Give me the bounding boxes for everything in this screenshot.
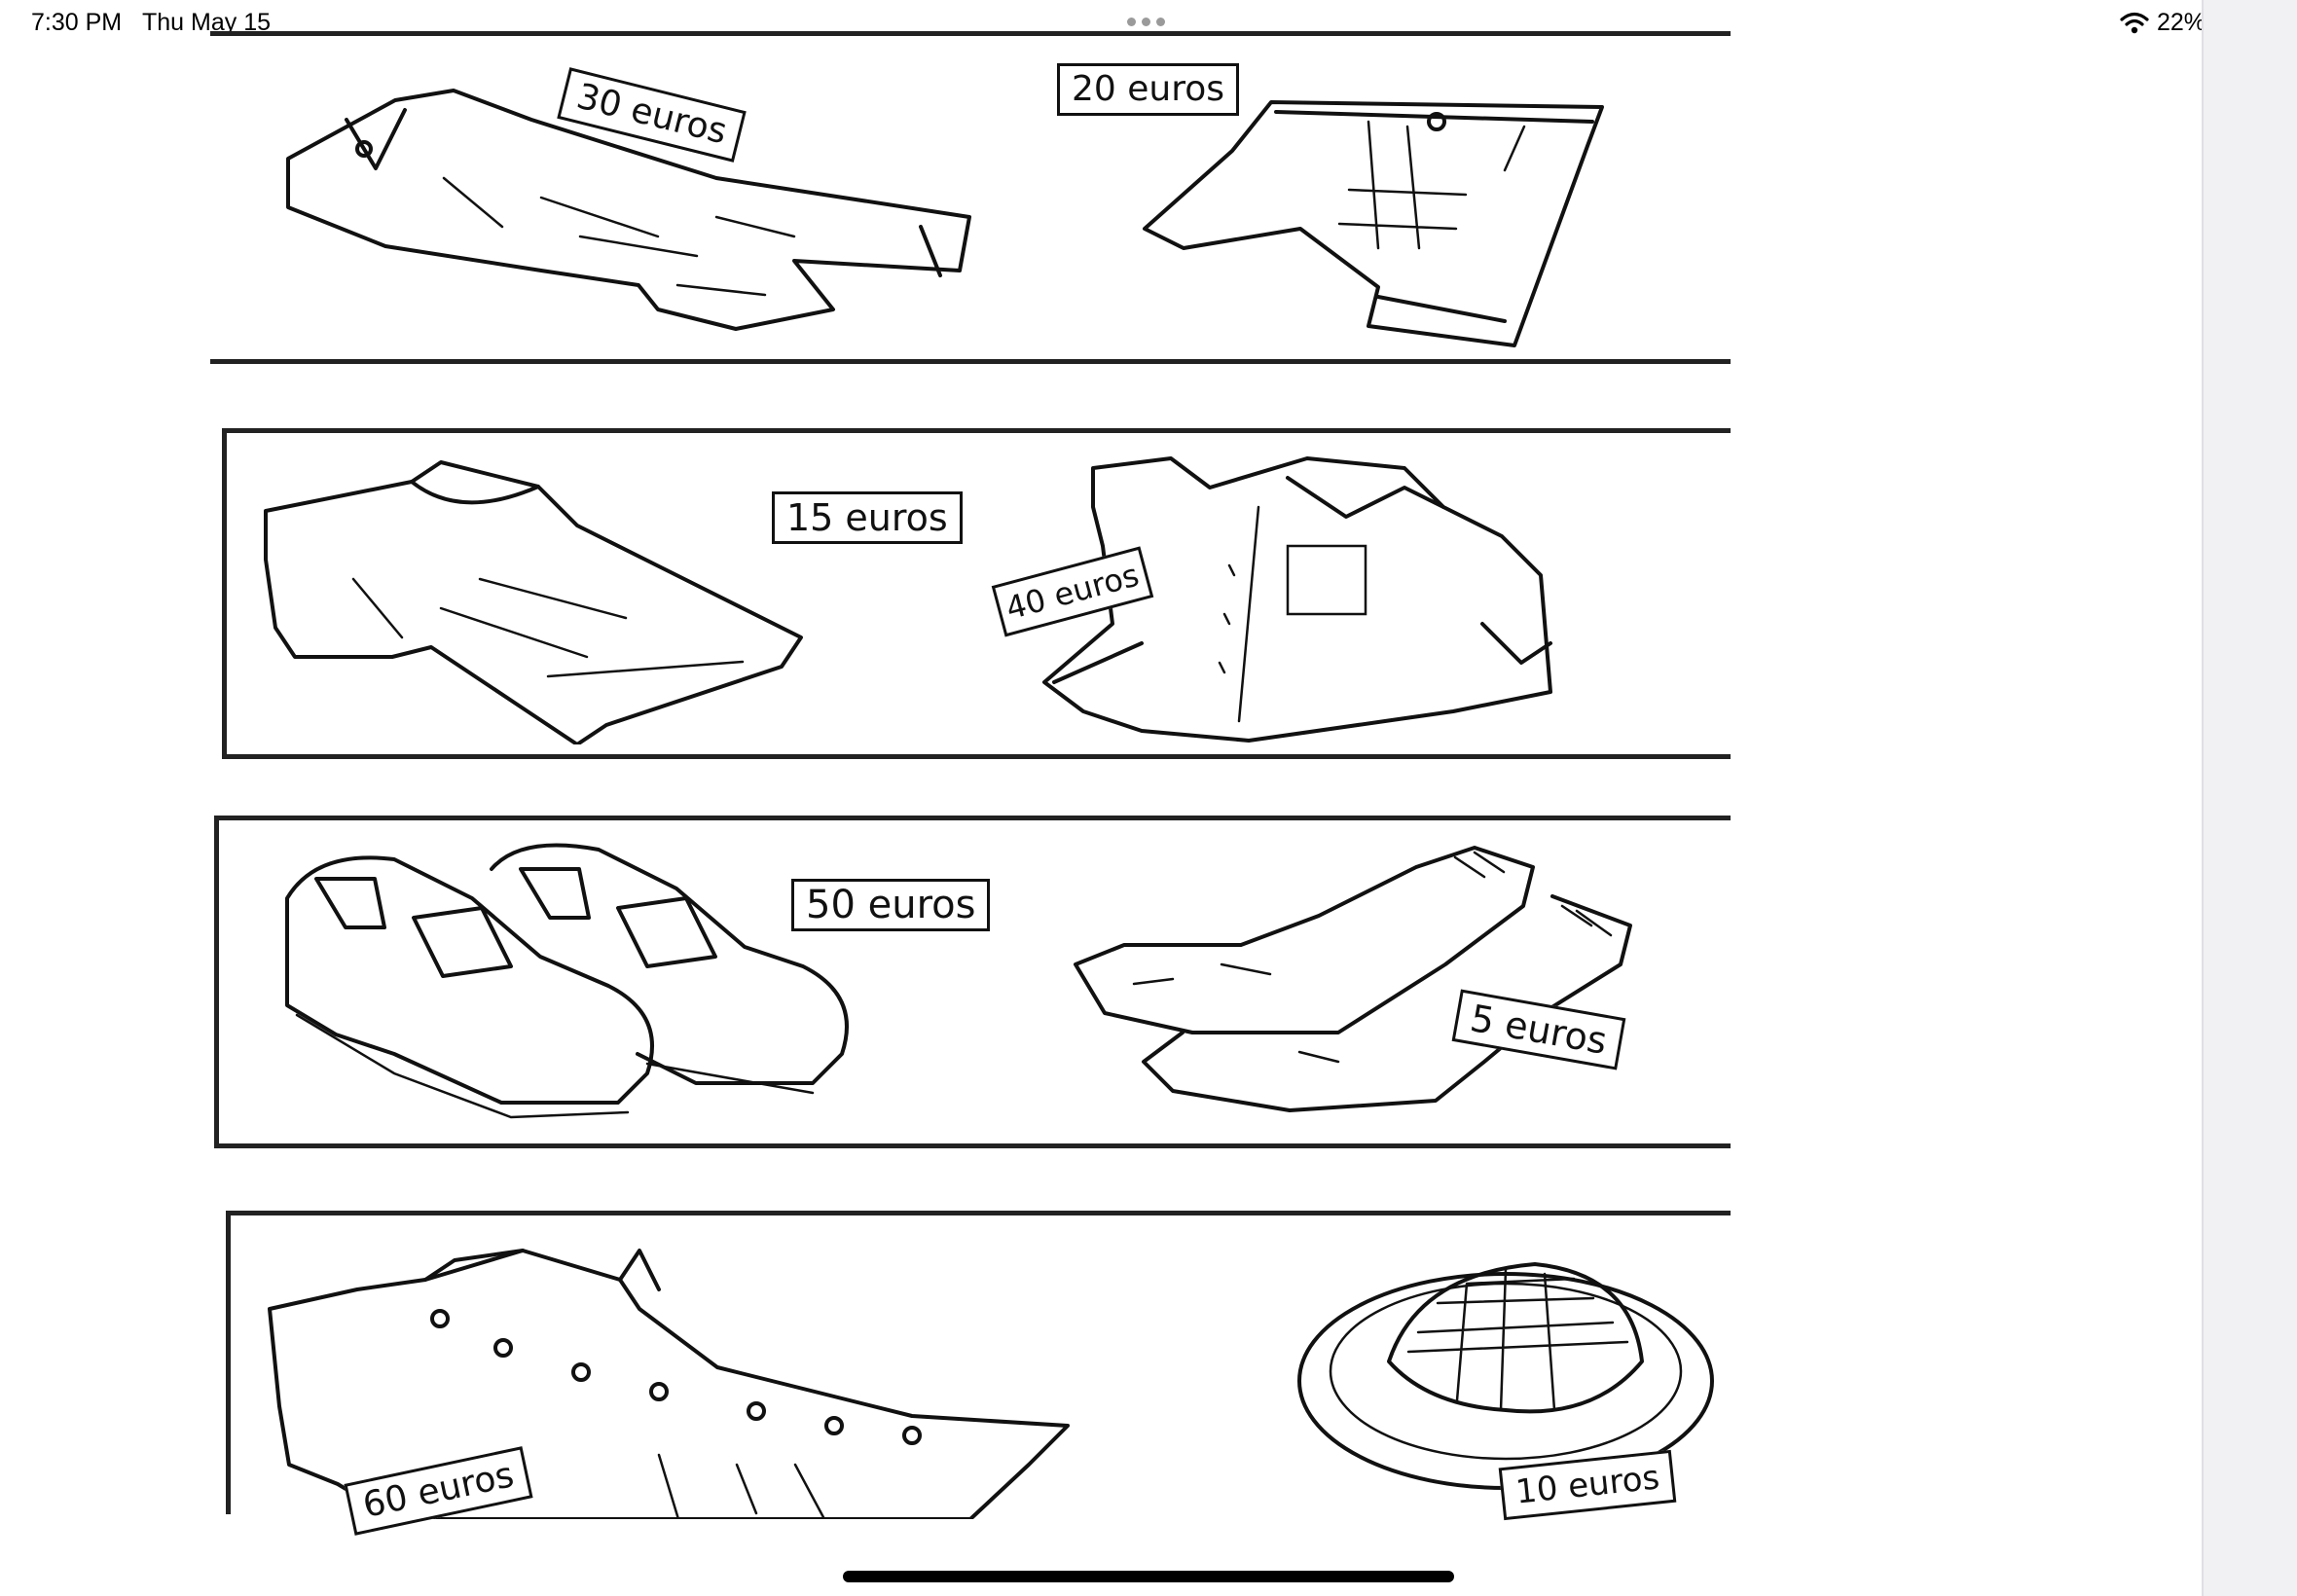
shorts-drawing [1143, 100, 1604, 347]
battery-percent: 22% [2157, 9, 2206, 36]
worksheet-row-3: 50 euros 5 euros [214, 816, 1731, 1148]
item-shirt: 40 euros [991, 449, 1735, 750]
item-trousers: 30 euros [249, 61, 1008, 353]
item-hat: 10 euros [1292, 1245, 1720, 1521]
home-indicator[interactable] [843, 1571, 1454, 1582]
item-shorts: 20 euros [1057, 54, 1641, 365]
t-shirt-drawing [264, 460, 803, 746]
wifi-icon [2120, 12, 2149, 34]
clothing-price-worksheet: 30 euros 20 euros 15 euros [210, 31, 1731, 1536]
jacket-drawing [268, 1249, 1070, 1521]
worksheet-row-4: 60 euros 10 euros [226, 1211, 1731, 1536]
price-tag-t-shirt: 15 euros [772, 491, 963, 544]
price-tag-shoes: 50 euros [791, 879, 991, 931]
item-shoes: 50 euros [258, 840, 1017, 1142]
item-socks: 5 euros [1046, 838, 1728, 1140]
status-time: 7:30 PM [31, 9, 123, 36]
socks-drawing [1074, 846, 1632, 1112]
side-panel-edge[interactable] [2202, 0, 2297, 1596]
item-t-shirt: 15 euros [256, 453, 1015, 746]
worksheet-row-1: 30 euros 20 euros [210, 31, 1731, 364]
worksheet-row-2: 15 euros 40 euros [222, 428, 1731, 759]
trousers-drawing [286, 89, 971, 331]
price-tag-shorts: 20 euros [1057, 63, 1240, 116]
multitasking-dots-icon[interactable] [1127, 18, 1172, 27]
shirt-drawing [1042, 456, 1552, 743]
shoes-drawing [285, 843, 849, 1119]
item-jacket: 60 euros [250, 1231, 1107, 1536]
